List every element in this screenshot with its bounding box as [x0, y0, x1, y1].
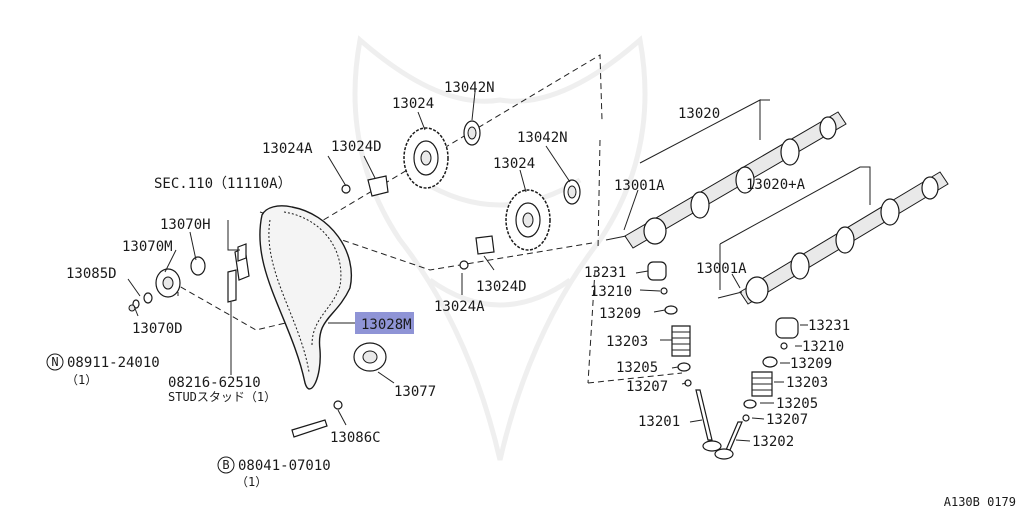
oil-seal-upper: [463, 120, 481, 146]
label-13001a-bottom[interactable]: 13001A: [696, 261, 747, 277]
label-13024-top[interactable]: 13024: [392, 96, 434, 112]
nut-marker: N: [46, 353, 64, 371]
label-13209-left[interactable]: 13209: [599, 306, 641, 322]
label-13024d-mid[interactable]: 13024D: [476, 279, 527, 295]
watermark-emblem: [352, 35, 648, 461]
label-13070m[interactable]: 13070M: [122, 239, 173, 255]
oil-seal-lower: [563, 179, 581, 205]
camshaft-exhaust: [717, 171, 949, 305]
svg-text:B: B: [222, 458, 229, 472]
label-13203-right[interactable]: 13203: [786, 375, 828, 391]
label-13205-right[interactable]: 13205: [776, 396, 818, 412]
cam-sprocket-lower: [505, 189, 551, 251]
label-13024a-top[interactable]: 13024A: [262, 141, 313, 157]
label-13042n-top[interactable]: 13042N: [444, 80, 495, 96]
bolt-marker: B: [217, 456, 235, 474]
label-08041-qty: （1）: [236, 475, 267, 489]
label-13070h[interactable]: 13070H: [160, 217, 211, 233]
label-13085d[interactable]: 13085D: [66, 266, 117, 282]
label-13207-right[interactable]: 13207: [766, 412, 808, 428]
selected-part-highlight: [355, 312, 414, 334]
label-13205-left[interactable]: 13205: [616, 360, 658, 376]
label-13203-left[interactable]: 13203: [606, 334, 648, 350]
label-13207-left[interactable]: 13207: [626, 379, 668, 395]
label-13077[interactable]: 13077: [394, 384, 436, 400]
idler-pulley: [291, 342, 387, 438]
label-13202[interactable]: 13202: [752, 434, 794, 450]
label-13210-right[interactable]: 13210: [802, 339, 844, 355]
label-08041-07010[interactable]: 08041-07010: [238, 458, 331, 474]
sprocket-plates: [341, 175, 495, 270]
label-13024-mid[interactable]: 13024: [493, 156, 535, 172]
label-13020[interactable]: 13020: [678, 106, 720, 122]
cam-sprocket-upper: [403, 127, 449, 189]
label-sec110[interactable]: SEC.110（11110A）: [154, 176, 292, 192]
label-13231-left[interactable]: 13231: [584, 265, 626, 281]
label-13209-right[interactable]: 13209: [790, 356, 832, 372]
reference-code: A130B 0179: [944, 495, 1016, 509]
label-stud: STUDスタッド（1）: [168, 390, 276, 404]
label-13231-right[interactable]: 13231: [808, 318, 850, 334]
label-13070d[interactable]: 13070D: [132, 321, 183, 337]
leader-lines: [127, 91, 871, 442]
label-13028m[interactable]: 13028M: [361, 317, 412, 333]
label-13024d-top[interactable]: 13024D: [331, 139, 382, 155]
valve-train-right: [714, 317, 799, 460]
part-labels: 13042N 13024 13024A 13024D 13042N 13024 …: [66, 80, 1016, 509]
camshaft-intake: [605, 111, 847, 249]
valve-train-left: [647, 261, 722, 452]
label-08216-62510[interactable]: 08216-62510: [168, 375, 261, 391]
label-13020a[interactable]: 13020+A: [746, 177, 806, 193]
timing-belt: [259, 205, 352, 390]
label-13086c[interactable]: 13086C: [330, 430, 381, 446]
label-13201[interactable]: 13201: [638, 414, 680, 430]
label-13001a-top[interactable]: 13001A: [614, 178, 665, 194]
label-13042n-mid[interactable]: 13042N: [517, 130, 568, 146]
svg-text:N: N: [51, 355, 58, 369]
label-08911-24010[interactable]: 08911-24010: [67, 355, 160, 371]
label-13210-left[interactable]: 13210: [590, 284, 632, 300]
label-08911-qty: （1）: [66, 373, 97, 387]
studs: [227, 243, 247, 303]
label-13024a-mid[interactable]: 13024A: [434, 299, 485, 315]
